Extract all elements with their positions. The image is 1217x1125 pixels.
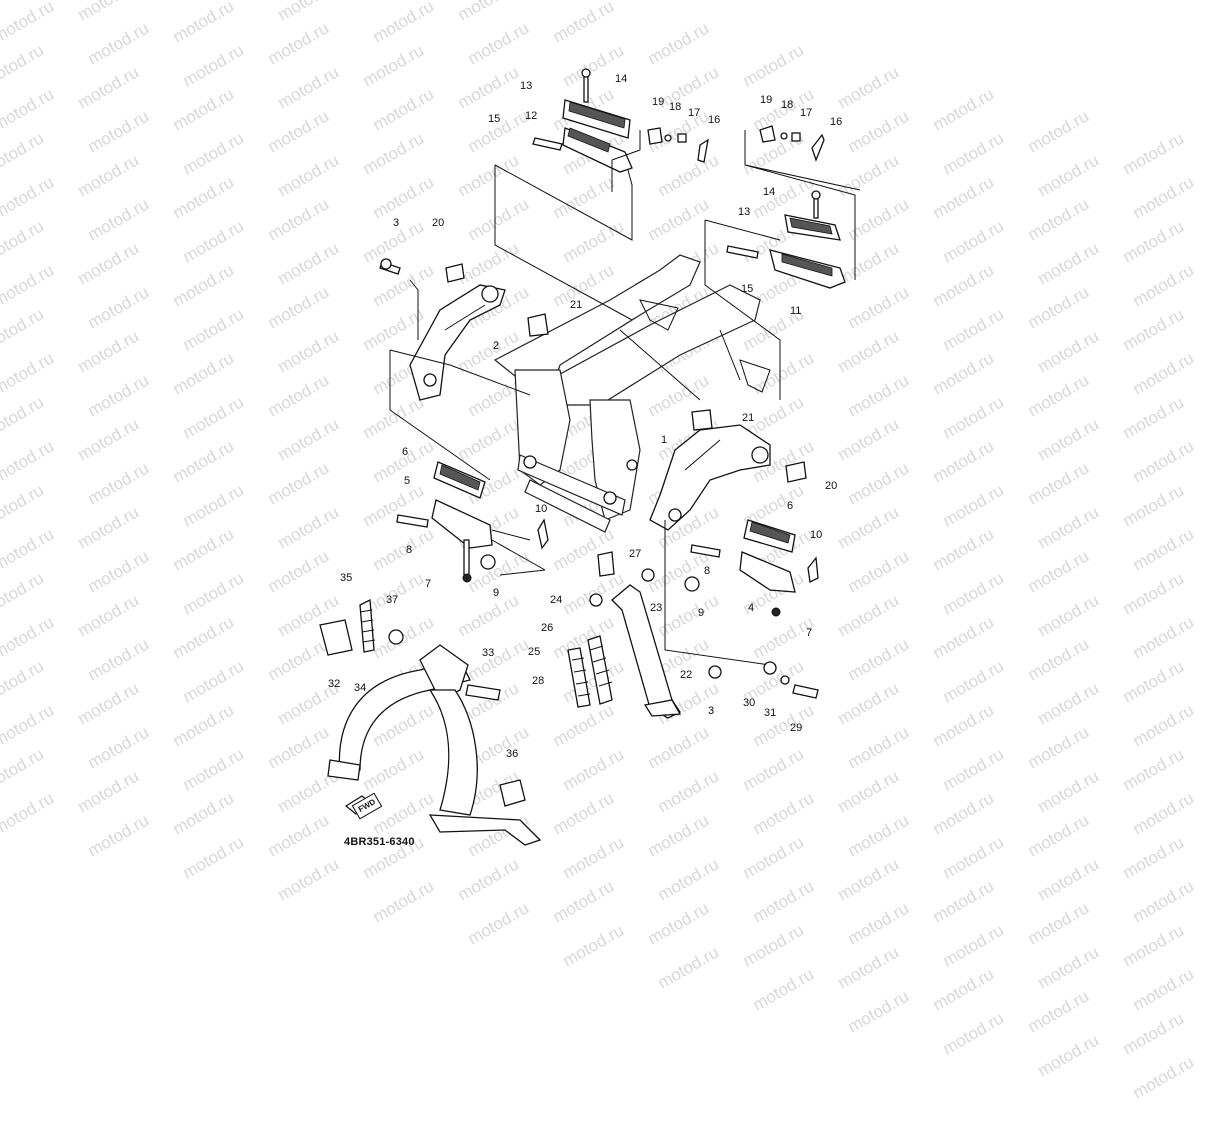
callout-8: 8 [406, 544, 413, 556]
watermark-text: motod.ru [1119, 1008, 1188, 1059]
callout-3: 3 [393, 217, 400, 229]
watermark-text: motod.ru [1129, 964, 1198, 1015]
watermark-text: motod.ru [749, 964, 818, 1015]
callout-6: 6 [787, 500, 794, 512]
callout-19: 19 [760, 94, 773, 106]
callout-9: 9 [493, 587, 500, 599]
watermark-text: motod.ru [1119, 920, 1188, 971]
watermark-text: motod.ru [844, 986, 913, 1037]
callout-14: 14 [615, 73, 628, 85]
callout-13: 13 [520, 80, 533, 92]
watermark-text: motod.ru [1129, 1052, 1198, 1103]
projection-lines-left [389, 279, 531, 481]
watermark-text: motod.ru [739, 920, 808, 971]
callout-34: 34 [354, 682, 367, 694]
callout-4: 4 [748, 602, 755, 614]
callout-23: 23 [650, 602, 663, 614]
watermark-text: motod.ru [1034, 1030, 1103, 1081]
projection-lines-top-right [704, 130, 861, 400]
rear-footrest-left [532, 68, 709, 173]
projection-lines-top-left [494, 130, 641, 321]
callout-33: 33 [482, 647, 495, 659]
callout-21: 21 [570, 299, 583, 311]
callout-9: 9 [698, 607, 705, 619]
callout-6: 6 [402, 446, 409, 458]
footrest-bracket-right [649, 409, 807, 531]
callout-26: 26 [541, 622, 554, 634]
callout-25: 25 [528, 646, 541, 658]
callout-22: 22 [680, 669, 693, 681]
callout-1: 1 [661, 434, 668, 446]
callout-37: 37 [386, 594, 399, 606]
callout-5: 5 [404, 475, 411, 487]
callout-35: 35 [340, 572, 353, 584]
callout-15: 15 [488, 113, 501, 125]
diagram-code: 4BR351-6340 [344, 836, 415, 848]
callout-16: 16 [708, 114, 721, 126]
callout-24: 24 [550, 594, 563, 606]
watermark-text: motod.ru [939, 1008, 1008, 1059]
motorcycle-frame [493, 254, 771, 533]
callout-20: 20 [825, 480, 838, 492]
footrest-bracket-left [379, 258, 549, 401]
callout-15: 15 [741, 283, 754, 295]
callout-2: 2 [493, 340, 500, 352]
callout-30: 30 [743, 697, 756, 709]
callout-27: 27 [629, 548, 642, 560]
callout-18: 18 [781, 99, 794, 111]
callout-32: 32 [328, 678, 341, 690]
callout-31: 31 [764, 707, 777, 719]
watermark-text: motod.ru [929, 964, 998, 1015]
watermark-text: motod.ru [654, 942, 723, 993]
callout-13: 13 [738, 206, 751, 218]
watermark-text: motod.ru [1024, 986, 1093, 1037]
callout-16: 16 [830, 116, 843, 128]
callout-17: 17 [800, 107, 813, 119]
watermark-text: motod.ru [1034, 942, 1103, 993]
watermark-text: motod.ru [939, 920, 1008, 971]
callout-7: 7 [806, 627, 813, 639]
front-footrest-left [396, 461, 549, 583]
callout-11: 11 [790, 305, 802, 317]
callout-21: 21 [742, 412, 755, 424]
callout-7: 7 [425, 578, 432, 590]
callout-8: 8 [704, 565, 711, 577]
callout-10: 10 [810, 529, 823, 541]
callout-17: 17 [688, 107, 701, 119]
callout-12: 12 [525, 110, 538, 122]
watermark-text: motod.ru [834, 942, 903, 993]
callout-29: 29 [790, 722, 803, 734]
callout-18: 18 [669, 101, 682, 113]
side-stand [567, 520, 819, 719]
centre-stand [319, 598, 542, 846]
callout-3: 3 [708, 705, 715, 717]
callout-14: 14 [763, 186, 776, 198]
callout-19: 19 [652, 96, 665, 108]
projection-lines-left-lower [491, 529, 546, 576]
parts-diagram [319, 68, 861, 846]
callout-36: 36 [506, 748, 519, 760]
callout-28: 28 [532, 675, 545, 687]
rear-footrest-right [726, 125, 846, 289]
front-footrest-right [684, 519, 819, 617]
callout-20: 20 [432, 217, 445, 229]
callout-10: 10 [535, 503, 548, 515]
watermark-text: motod.ru [559, 920, 628, 971]
